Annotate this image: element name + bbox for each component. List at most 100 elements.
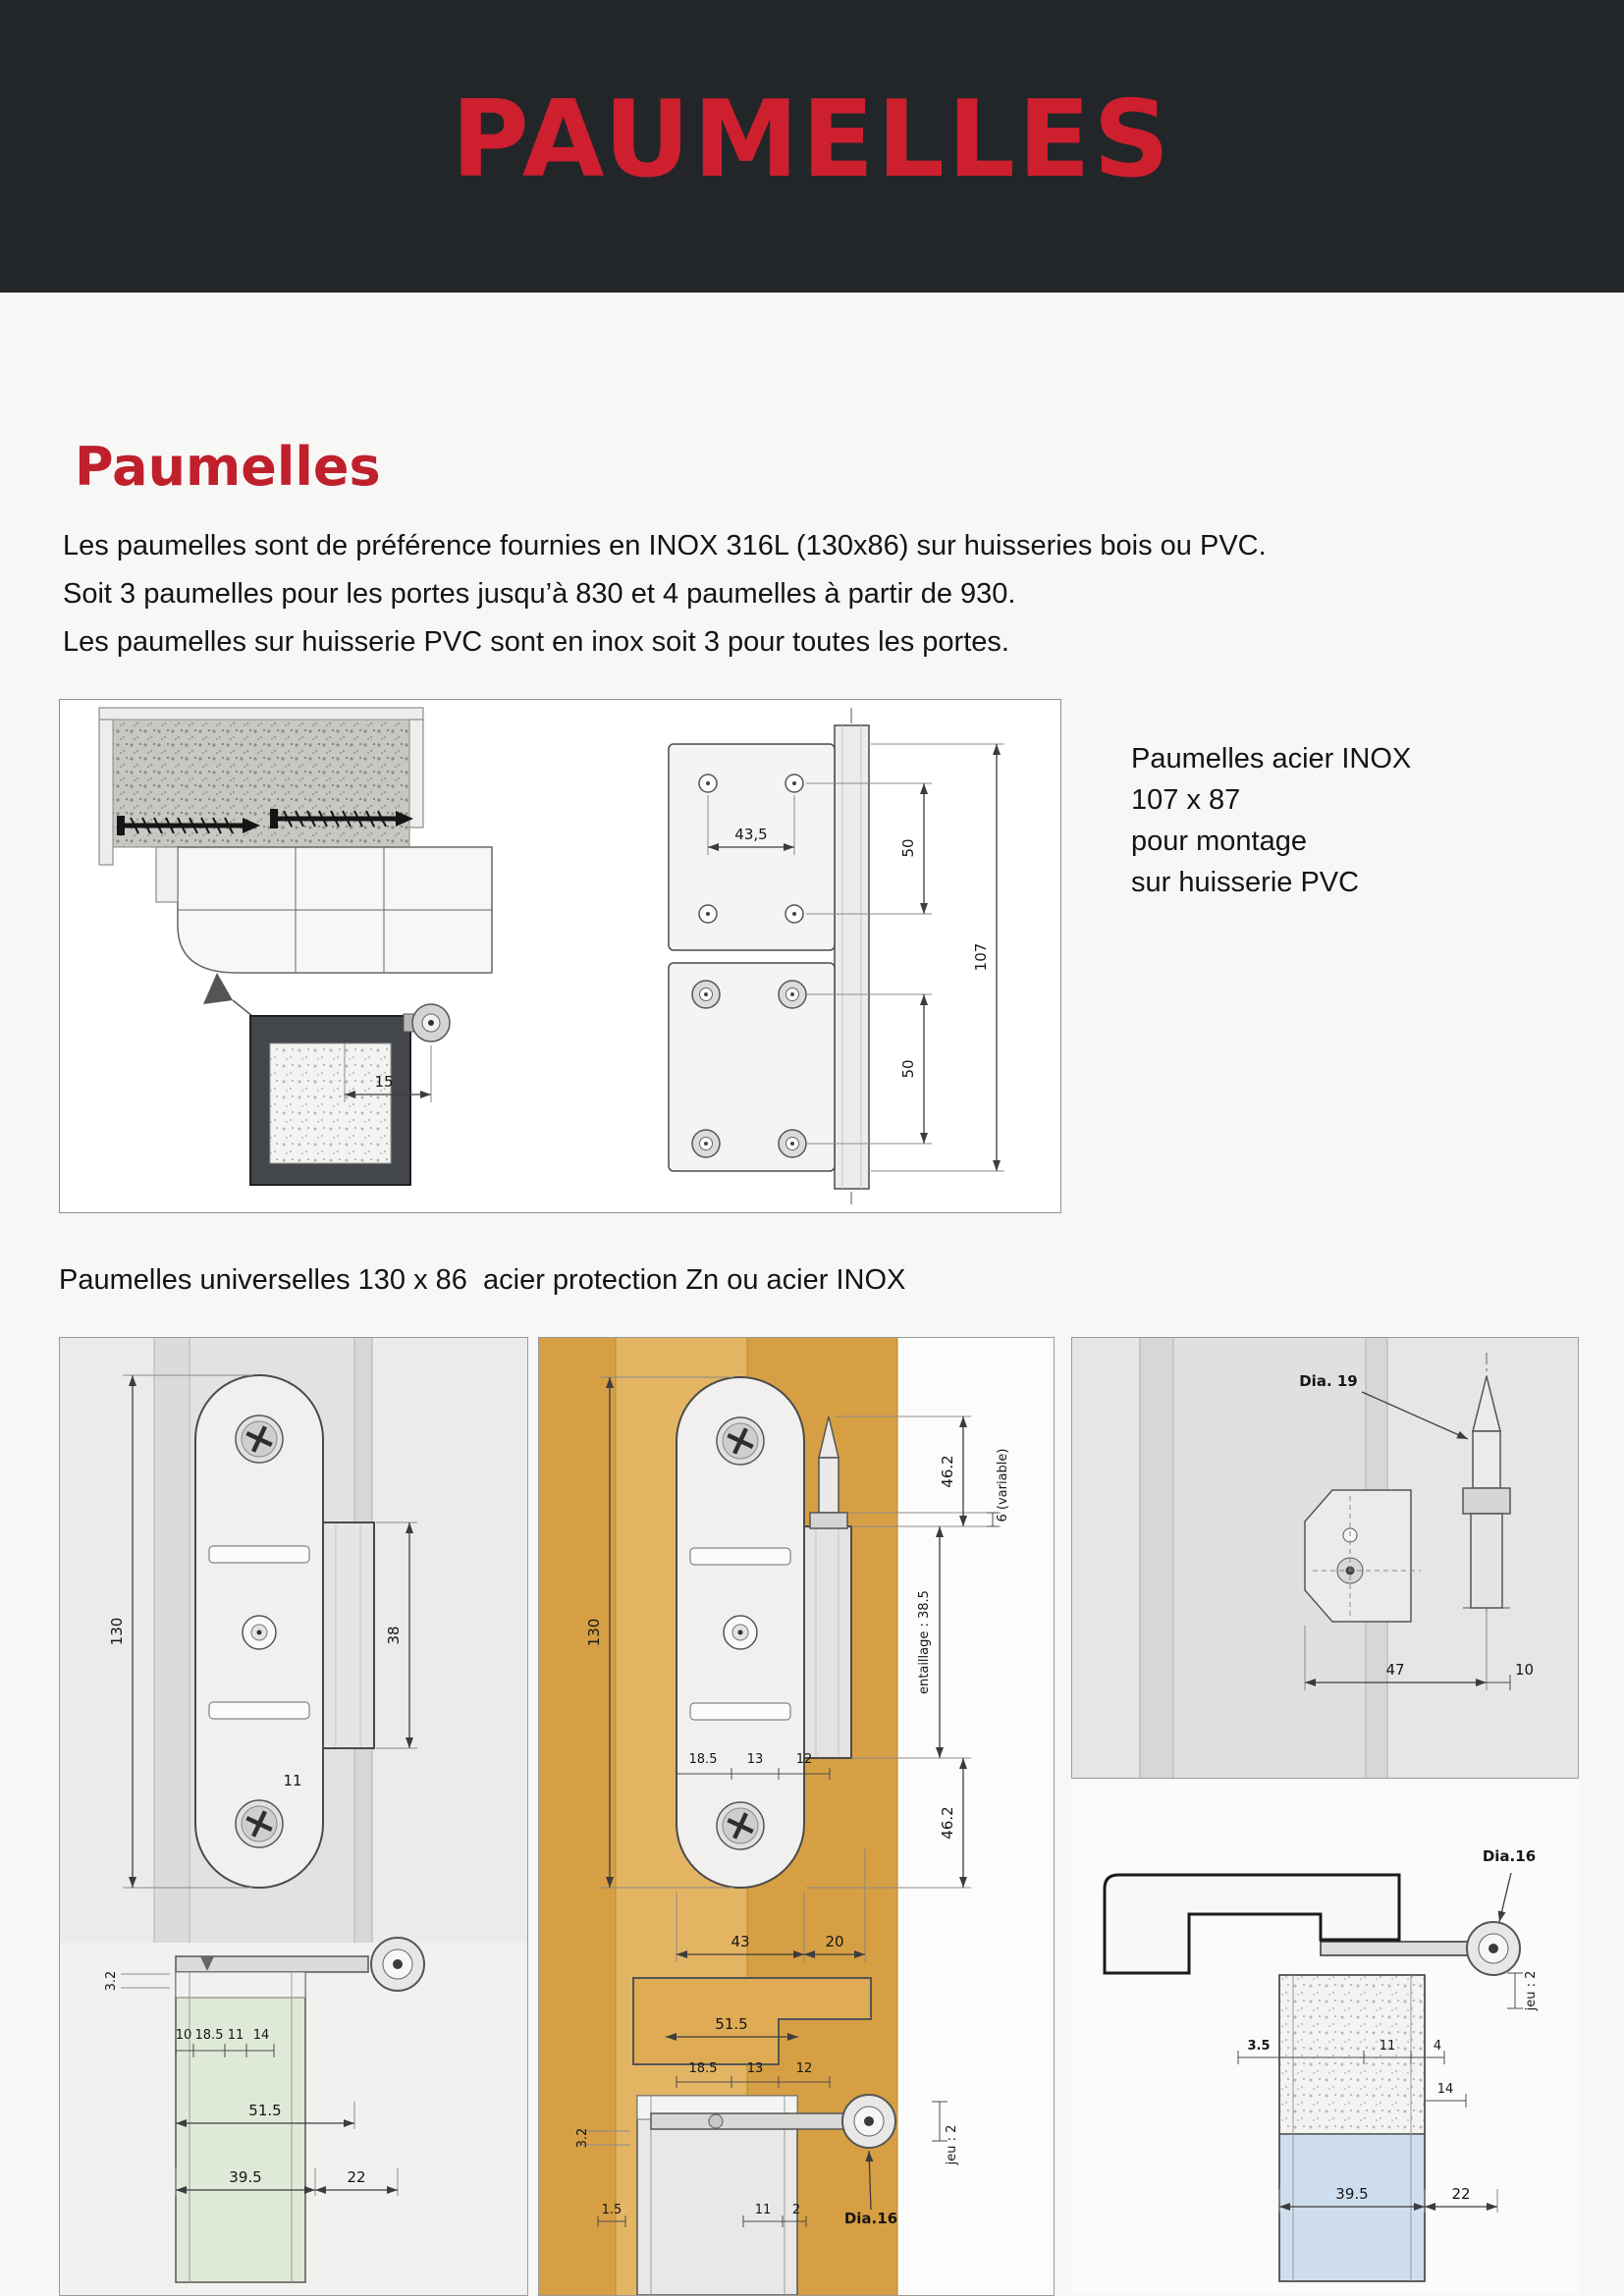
hinge-front-drawing: 130 38 11 3.2 — [60, 1338, 527, 2295]
pin-detail-drawing: Dia. 19 47 10 Dia.16 jeu : 2 — [1071, 1337, 1579, 2294]
countersunk-hole-icon — [778, 1129, 807, 1158]
dim-107: 107 — [972, 943, 990, 972]
dim-3-5: 3.5 — [1247, 2039, 1270, 2054]
slot — [689, 1547, 791, 1566]
section-view — [175, 1937, 425, 2283]
panel-universal-hinge: 130 38 11 3.2 — [59, 1337, 528, 2296]
intro-line-3: Les paumelles sur huisserie PVC sont en … — [63, 626, 1009, 658]
dim-dia16: Dia.16 — [844, 2210, 897, 2227]
dim-12b: 12 — [796, 2061, 813, 2076]
section-view: 43 20 51.5 18.5 13 12 — [575, 1848, 959, 2295]
mounting-plate — [1304, 1489, 1412, 1623]
dim-15: 15 — [374, 1073, 393, 1091]
center-hub — [723, 1615, 758, 1650]
door-core — [1278, 1974, 1426, 2135]
pvc-hinge-diagram: 15 43,5 — [98, 707, 1004, 1204]
intro-line-2: Soit 3 paumelles pour les portes jusqu’à… — [63, 578, 1016, 610]
dim-43: 43 — [731, 1933, 749, 1950]
dim-22: 22 — [347, 2168, 365, 2186]
section-bottom-view: Dia.16 jeu : 2 3.5 11 4 — [1071, 1779, 1579, 2294]
dim-1-5: 1.5 — [602, 2203, 623, 2217]
knuckle-section — [841, 2094, 896, 2149]
dim-14: 14 — [1437, 2082, 1454, 2097]
dim-11: 11 — [283, 1772, 301, 1789]
metal-frame-profile — [1103, 1873, 1401, 1975]
dim-43-5: 43,5 — [734, 826, 767, 843]
center-hub — [242, 1615, 277, 1650]
hole-icon — [785, 774, 804, 793]
screw-icon — [236, 1415, 283, 1463]
knuckle-section — [370, 1937, 425, 1992]
dim-4: 4 — [1434, 2039, 1441, 2054]
dim-13: 13 — [747, 1752, 764, 1767]
panel-pin-detail: Dia. 19 47 10 Dia.16 jeu : 2 — [1071, 1337, 1579, 2296]
dim-11: 11 — [1380, 2039, 1396, 2054]
dim-18-5b: 18.5 — [689, 2061, 718, 2076]
screw-icon — [717, 1802, 764, 1849]
leaf-edge — [1320, 1941, 1477, 1956]
inox-note: Paumelles acier INOX 107 x 87 pour monta… — [1131, 738, 1411, 903]
dim-18-5: 18.5 — [195, 2028, 224, 2043]
countersunk-hole-icon — [691, 980, 721, 1009]
dim-6-variable: 6 (variable) — [996, 1449, 1010, 1522]
hinge-knuckle — [411, 1003, 451, 1042]
hinge-leaf — [676, 1376, 852, 1889]
dim-dia16: Dia.16 — [1483, 1847, 1536, 1865]
hinge-wood-drawing: 130 46.2 6 (variable) entaillage : 38.5 … — [539, 1338, 1054, 2295]
slot — [208, 1545, 310, 1564]
knuckle-section — [1466, 1921, 1521, 1976]
dim-51-5: 51.5 — [248, 2102, 281, 2119]
hinge-barrel — [834, 724, 870, 1190]
gasket — [203, 973, 233, 1004]
intro-line-1: Les paumelles sont de préférence fournie… — [63, 530, 1267, 561]
dim-11b: 11 — [228, 2028, 244, 2043]
pvc-frame-section: 15 — [98, 707, 493, 1186]
universal-caption: Paumelles universelles 130 x 86 acier pr… — [59, 1264, 906, 1296]
inox-note-line-2: 107 x 87 — [1131, 784, 1241, 816]
inox-note-line-3: pour montage — [1131, 826, 1307, 857]
dim-22: 22 — [1451, 2185, 1470, 2203]
dim-47: 47 — [1385, 1661, 1404, 1679]
lower-plate — [668, 962, 836, 1172]
knuckle-cylinder — [803, 1525, 852, 1759]
dim-10: 10 — [1515, 1661, 1534, 1679]
dim-dia19: Dia. 19 — [1299, 1372, 1358, 1390]
dim-46-2-top: 46.2 — [939, 1455, 956, 1487]
dims-front: 130 38 11 — [108, 1374, 417, 1889]
dim-38: 38 — [385, 1626, 403, 1644]
countersunk-hole-icon — [778, 980, 807, 1009]
knuckle-cylinder — [322, 1522, 375, 1749]
dim-entaillage: entaillage : 38.5 — [917, 1590, 932, 1694]
inox-note-line-4: sur huisserie PVC — [1131, 867, 1360, 898]
hinge-pin — [1462, 1375, 1511, 1609]
dim-39-5: 39.5 — [229, 2168, 261, 2186]
dim-18-5: 18.5 — [689, 1752, 718, 1767]
hole-icon — [698, 774, 718, 793]
dim-11: 11 — [755, 2203, 772, 2217]
door-section — [175, 1971, 306, 2283]
page-title: PAUMELLES — [451, 79, 1173, 201]
dim-2: 2 — [792, 2203, 800, 2217]
pin-top-view: Dia. 19 47 10 — [1071, 1337, 1579, 1779]
dim-3-2: 3.2 — [575, 2128, 590, 2149]
dim-46-2-bottom: 46.2 — [939, 1806, 956, 1839]
hinge-pin — [809, 1415, 848, 1529]
screw-icon — [236, 1800, 283, 1847]
hinge-front-view: 43,5 50 50 107 — [668, 708, 1004, 1204]
dim-3-2: 3.2 — [104, 1971, 119, 1992]
dim-14: 14 — [253, 2028, 270, 2043]
panel-hinge-wood-frame: 130 46.2 6 (variable) entaillage : 38.5 … — [538, 1337, 1055, 2296]
wood-step-profile — [632, 1977, 872, 2065]
dim-51-5: 51.5 — [715, 2015, 747, 2033]
dim-130: 130 — [585, 1619, 603, 1647]
dim-10: 10 — [176, 2028, 192, 2043]
dim-50-bottom: 50 — [899, 1059, 917, 1078]
dims-front: 130 46.2 6 (variable) entaillage : 38.5 … — [585, 1376, 1010, 1889]
dims-section: 3.2 10 18.5 11 14 51.5 39.5 — [104, 1971, 399, 2196]
door-base — [1278, 2133, 1426, 2282]
countersunk-hole-icon — [691, 1129, 721, 1158]
dim-50-top: 50 — [899, 838, 917, 857]
dim-jeu-2: jeu : 2 — [945, 2125, 959, 2166]
slot — [689, 1702, 791, 1721]
pvc-hinge-diagram-box: 15 43,5 — [59, 699, 1061, 1213]
